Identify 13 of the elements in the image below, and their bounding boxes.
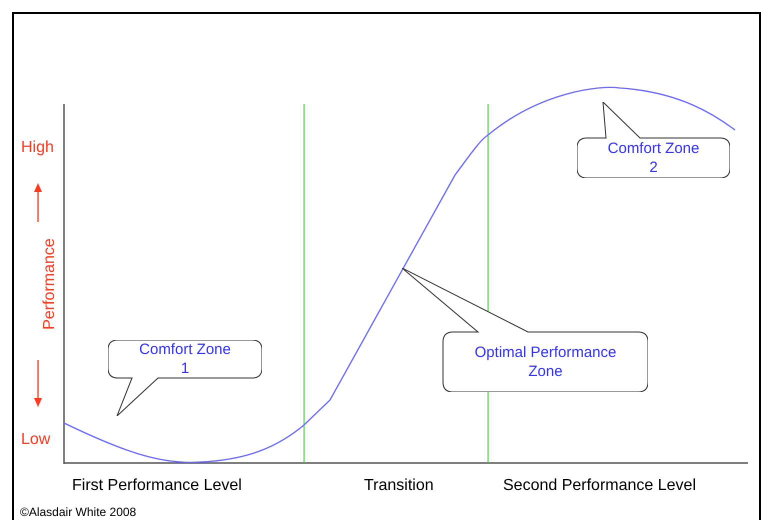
speech-bubble xyxy=(402,268,648,392)
zone-label: First Performance Level xyxy=(72,476,242,496)
speech-bubble xyxy=(108,340,262,416)
bubble-text: Comfort Zone 2 xyxy=(607,139,700,177)
copyright-note: ©Alasdair White 2008 xyxy=(20,504,136,520)
speech-bubble xyxy=(577,102,730,178)
axis-label: High xyxy=(21,138,54,158)
bubble-text: Comfort Zone 1 xyxy=(138,340,232,378)
axis-label: Low xyxy=(21,430,50,450)
zone-label: Transition xyxy=(364,476,434,496)
axis-title: Performance xyxy=(40,237,59,332)
zone-label: Second Performance Level xyxy=(503,476,696,496)
bubble-text: Optimal Performance Zone xyxy=(474,343,618,381)
